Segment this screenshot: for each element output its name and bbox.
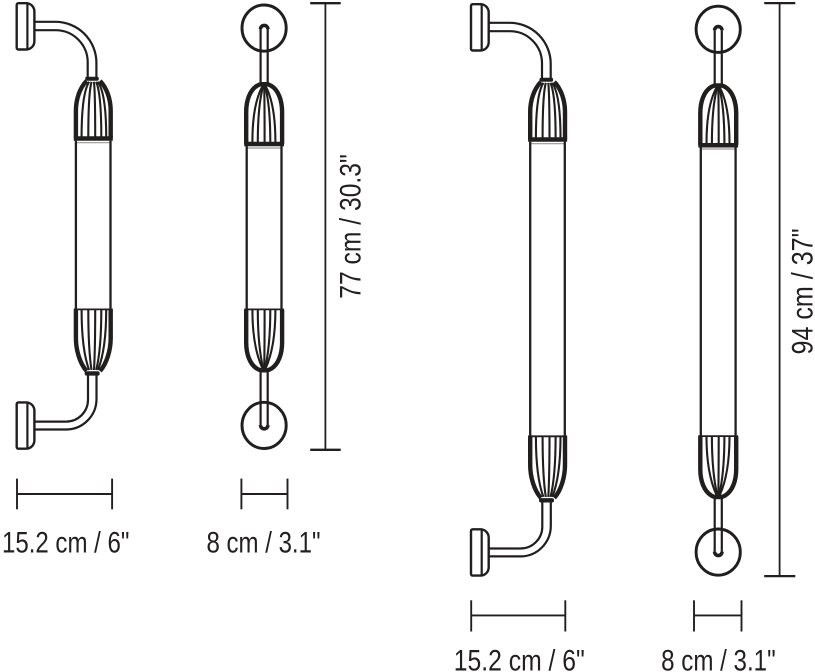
svg-text:8 cm / 3.1": 8 cm / 3.1" xyxy=(207,527,321,560)
svg-text:8 cm / 3.1": 8 cm / 3.1" xyxy=(661,645,776,672)
svg-text:94 cm / 37": 94 cm / 37" xyxy=(786,229,815,355)
svg-text:77 cm / 30.3": 77 cm / 30.3" xyxy=(334,154,367,299)
svg-text:15.2 cm / 6": 15.2 cm / 6" xyxy=(2,527,130,560)
svg-text:15.2 cm / 6": 15.2 cm / 6" xyxy=(454,645,585,672)
